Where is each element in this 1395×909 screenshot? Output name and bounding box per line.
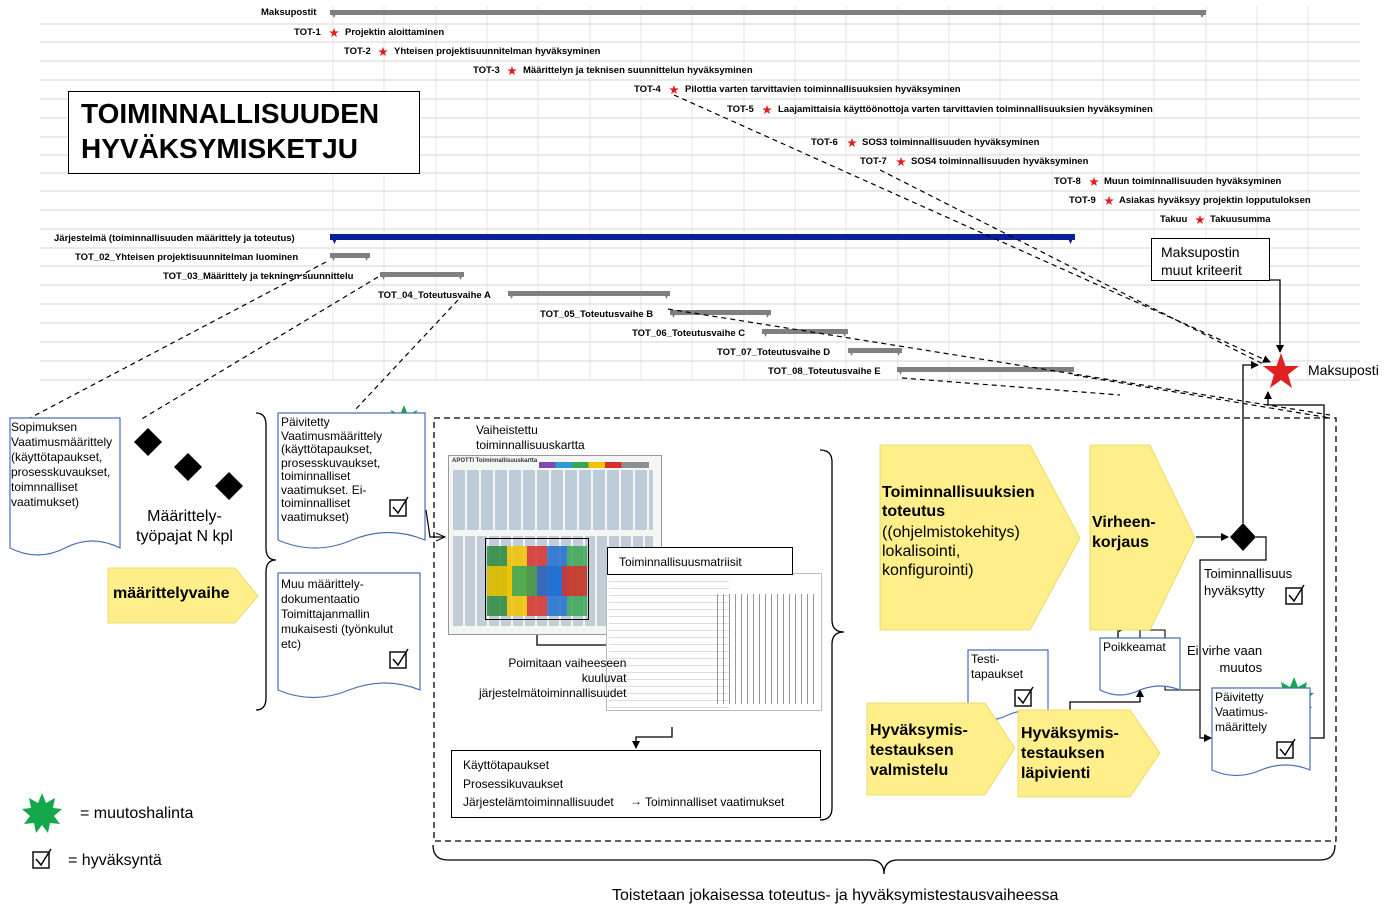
arrow-right-icon: →: [630, 794, 642, 808]
footer-label: Toistetaan jokaisessa toteutus- ja hyväk…: [612, 887, 1059, 904]
milestone-label: Asiakas hyväksyy projektin lopputuloksen: [1119, 195, 1311, 206]
page-title: TOIMINNALLISUUDEN: [81, 98, 380, 129]
milestone-label: Takuusumma: [1210, 214, 1271, 225]
task-label: Järjestelmä (toiminnallisuuden määrittel…: [54, 233, 295, 244]
thumb-header: APOTTI Toiminnallisuuskartta: [452, 458, 538, 464]
thumb-highlight: [485, 538, 589, 620]
milestone-code: TOT-8: [1054, 176, 1081, 187]
usecases-line: Järjestelämtoiminnallisuudet: [463, 795, 614, 809]
milestone-label: Määrittelyn ja teknisen suunnittelun hyv…: [523, 65, 753, 76]
milestone-code: TOT-6: [811, 137, 838, 148]
implementation-title: Toiminnallisuuksien toteutus: [882, 484, 1035, 520]
dashed-connectors: [29, 94, 1331, 421]
legend-change: = muutoshalinta: [80, 805, 194, 822]
milestone-label: Laajamittaisia käyttöönottoja varten tar…: [778, 104, 1153, 115]
page-title-line2: HYVÄKSYMISKETJU: [81, 133, 358, 164]
milestone-code: TOT-1: [294, 27, 321, 38]
valmistelu-label: Hyväksymis- testauksen valmistelu: [870, 722, 968, 779]
task-label: TOT_06_Toteutusvaihe C: [632, 328, 746, 339]
milestone-label: Yhteisen projektisuunnitelman hyväksymin…: [394, 46, 601, 57]
criteria-box: Maksupostin muut kriteerit: [1151, 238, 1270, 281]
milestone-stars: [329, 28, 1205, 224]
milestone-code: TOT-4: [634, 84, 661, 95]
paivitetty-doc: Päivitetty Vaatimusmäärittely (käyttötap…: [281, 415, 383, 524]
testi-doc: Testi- tapaukset: [971, 652, 1024, 681]
maksupostit-bar: [330, 10, 1206, 18]
task-label: TOT_04_Toteutusvaihe A: [378, 290, 491, 301]
criteria-label: Maksupostin muut kriteerit: [1161, 244, 1242, 278]
task-label: TOT_08_Toteutusvaihe E: [768, 366, 881, 377]
task-label: TOT_02_Yhteisen projektisuunnitelman luo…: [75, 252, 299, 263]
lapivienti-label: Hyväksymis- testauksen läpivienti: [1021, 725, 1119, 782]
matrix-label-box: Toiminnallisuusmatriisit: [607, 547, 793, 575]
milestone-label: Projektin aloittaminen: [345, 27, 445, 38]
milestone-code: TOT-7: [860, 156, 887, 167]
gantt-grid-vertical: [332, 6, 1309, 380]
task-label: TOT_05_Toteutusvaihe B: [540, 309, 654, 320]
phase-label: määrittelyvaihe: [113, 585, 230, 602]
usecases-box: Käyttötapaukset Prosessikuvaukset Järjes…: [451, 750, 821, 818]
yellow-arrows: [107, 444, 1196, 798]
milestone-code: Takuu: [1160, 214, 1188, 225]
paivitetty2-doc: Päivitetty Vaatimus- määrittely: [1215, 690, 1269, 734]
poikkeamat-doc: Poikkeamat: [1103, 640, 1166, 654]
task-label: TOT_07_Toteutusvaihe D: [717, 347, 831, 358]
milestone-code: TOT-2: [344, 46, 371, 57]
usecases-line: Käyttötapaukset: [463, 758, 550, 772]
usecases-line: Prosessikuvaukset: [463, 777, 564, 791]
vaiheistettu-label: Vaiheistettu toiminnallisuuskartta: [476, 423, 585, 452]
task-label: TOT_03_Määrittely ja tekninen suunnittel…: [163, 271, 354, 282]
milestone-label: SOS3 toiminnallisuuden hyväksyminen: [862, 137, 1040, 148]
matrix-label: Toiminnallisuusmatriisit: [619, 555, 742, 569]
workshops-label: Määrittely- työpajat N kpl: [136, 508, 233, 545]
poimitaan-label: Poimitaan vaiheeseen kuuluvat järjestelm…: [479, 656, 627, 700]
milestone-label: Pilottia varten tarvittavien toiminnalli…: [685, 84, 961, 95]
system-bar: [330, 234, 1075, 244]
criteria-arrow: [1262, 279, 1284, 353]
milestone-code: TOT-5: [727, 104, 754, 115]
maksuposti-label: Maksuposti: [1308, 362, 1379, 378]
matrix-thumbnail: [606, 573, 822, 711]
workshop-diamonds: [134, 428, 243, 500]
document-shapes: [9, 412, 1311, 777]
maksuposti-star-icon: [1263, 353, 1299, 388]
footer-brace: [432, 844, 1336, 875]
virheen-label: Virheen- korjaus: [1092, 514, 1156, 551]
milestone-label: Muun toiminnallisuuden hyväksyminen: [1104, 176, 1282, 187]
iteration-frame: [433, 417, 1337, 842]
left-bracket: [255, 412, 277, 711]
muu-doc: Muu määrittely- dokumentaatio Toimittaja…: [281, 577, 394, 651]
legend-approval: = hyväksyntä: [68, 852, 162, 869]
milestone-code: TOT-9: [1069, 195, 1096, 206]
toim-hyvaksytty-label: Toiminnallisuus hyväksytty: [1204, 566, 1293, 598]
implementation-detail: ((ohjelmistokehitys) lokalisointi, konfi…: [882, 524, 1020, 579]
doc-to-frame-arrow: [425, 509, 445, 537]
right-bracket: [819, 449, 845, 821]
approval-checkboxes: [32, 496, 1305, 869]
milestone-code: TOT-3: [473, 65, 500, 76]
maksupostit-label: Maksupostit: [261, 7, 317, 18]
title-box: TOIMINNALLISUUDEN HYVÄKSYMISKETJU: [68, 91, 420, 174]
sopimuksen-doc: Sopimuksen Vaatimusmäärittely (käyttötap…: [11, 420, 113, 509]
milestone-label: SOS4 toiminnallisuuden hyväksyminen: [911, 156, 1089, 167]
decision-diamond: [1230, 523, 1256, 551]
usecases-line: Toiminnalliset vaatimukset: [645, 795, 785, 809]
ei-virhe-label: Ei virhe vaan muutos: [1187, 643, 1263, 675]
